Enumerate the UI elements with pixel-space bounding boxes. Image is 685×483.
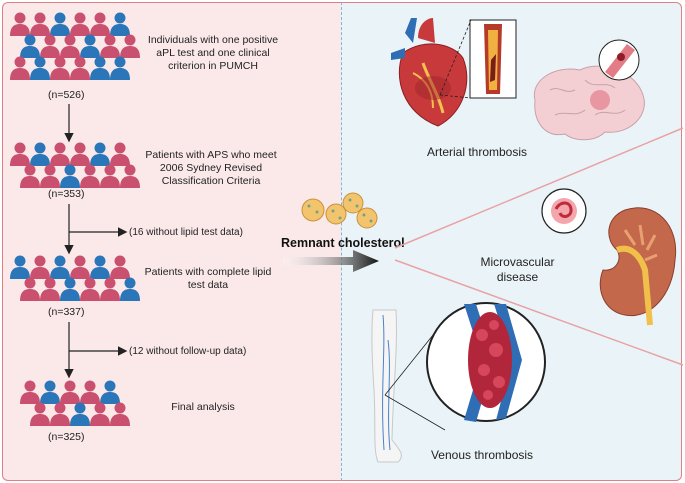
- person-icon: [110, 56, 130, 80]
- person-icon: [40, 34, 60, 58]
- person-icon: [120, 34, 140, 58]
- person-icon: [90, 56, 110, 80]
- vessel-zoom-circle: [598, 39, 640, 81]
- person-icon: [120, 164, 140, 188]
- step1-count: (n=526): [48, 89, 85, 101]
- person-icon: [60, 34, 80, 58]
- people-group-4: [20, 380, 130, 426]
- person-icon: [20, 380, 40, 404]
- clot-zoom-circle: [426, 302, 546, 422]
- person-icon: [80, 164, 100, 188]
- person-icon: [50, 142, 70, 166]
- person-icon: [40, 380, 60, 404]
- exclude2-text: (12 without follow-up data): [129, 346, 247, 357]
- person-icon: [70, 255, 90, 279]
- person-icon: [60, 380, 80, 404]
- person-icon: [90, 142, 110, 166]
- person-icon: [10, 12, 30, 36]
- arterial-thrombosis-label: Arterial thrombosis: [426, 145, 528, 159]
- step3-count: (n=337): [48, 306, 85, 318]
- person-icon: [10, 142, 30, 166]
- people-group-3: [10, 255, 140, 301]
- person-icon: [30, 255, 50, 279]
- person-icon: [110, 12, 130, 36]
- leg-illustration: [371, 309, 402, 463]
- microvascular-disease-label: Microvascular disease: [480, 255, 555, 284]
- person-icon: [90, 12, 110, 36]
- step1-text: Individuals with one positive aPL test a…: [147, 34, 279, 72]
- person-icon: [20, 277, 40, 301]
- person-icon: [110, 255, 130, 279]
- person-icon: [70, 12, 90, 36]
- heart-illustration: [391, 18, 468, 127]
- person-icon: [80, 34, 100, 58]
- person-icon: [100, 277, 120, 301]
- person-icon: [20, 34, 40, 58]
- person-icon: [70, 56, 90, 80]
- person-icon: [50, 56, 70, 80]
- person-icon: [10, 56, 30, 80]
- step3-text: Patients with complete lipid test data: [144, 266, 272, 291]
- glomerulus-zoom-circle: [541, 188, 587, 234]
- artery-zoom-box: [469, 19, 517, 99]
- brain-illustration: [533, 65, 645, 141]
- person-icon: [80, 277, 100, 301]
- person-icon: [100, 34, 120, 58]
- step4-text: Final analysis: [171, 401, 235, 413]
- person-icon: [30, 12, 50, 36]
- person-icon: [50, 12, 70, 36]
- remnant-cholesterol-label: Remnant cholesterol: [281, 236, 405, 250]
- person-icon: [100, 380, 120, 404]
- person-icon: [100, 164, 120, 188]
- lipoprotein-particles: [301, 192, 378, 229]
- person-icon: [50, 255, 70, 279]
- person-icon: [60, 277, 80, 301]
- person-icon: [30, 142, 50, 166]
- person-icon: [60, 164, 80, 188]
- people-group-2: [10, 142, 140, 188]
- person-icon: [70, 142, 90, 166]
- step2-text: Patients with APS who meet 2006 Sydney R…: [145, 149, 277, 187]
- person-icon: [40, 164, 60, 188]
- person-icon: [110, 142, 130, 166]
- person-icon: [40, 277, 60, 301]
- kidney-illustration: [599, 207, 677, 326]
- people-group-1: [10, 12, 140, 80]
- person-icon: [110, 402, 130, 426]
- person-icon: [30, 56, 50, 80]
- big-arrow: [283, 250, 379, 272]
- person-icon: [20, 164, 40, 188]
- person-icon: [30, 402, 50, 426]
- person-icon: [80, 380, 100, 404]
- panel-divider: [341, 2, 342, 481]
- person-icon: [70, 402, 90, 426]
- person-icon: [90, 255, 110, 279]
- person-icon: [90, 402, 110, 426]
- venous-thrombosis-label: Venous thrombosis: [430, 448, 534, 462]
- person-icon: [120, 277, 140, 301]
- person-icon: [10, 255, 30, 279]
- exclude1-text: (16 without lipid test data): [129, 227, 243, 238]
- step4-count: (n=325): [48, 431, 85, 443]
- flow-arrows: [64, 104, 128, 379]
- person-icon: [50, 402, 70, 426]
- step2-count: (n=353): [48, 188, 85, 200]
